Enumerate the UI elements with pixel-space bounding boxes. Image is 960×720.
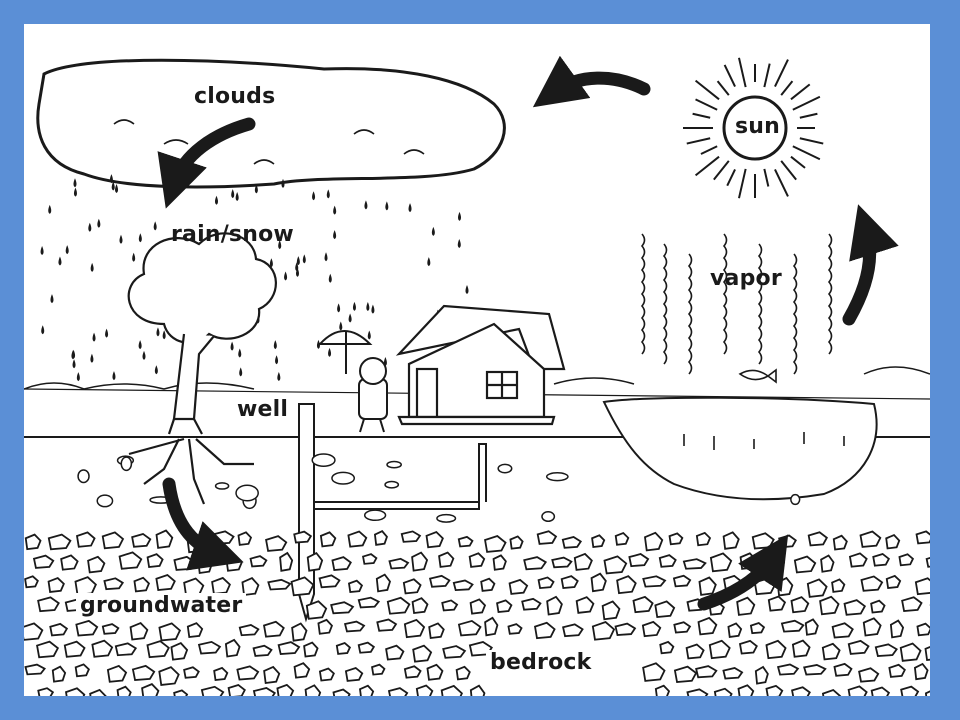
soil-pebbles — [77, 453, 801, 523]
arrow-roots-to-groundwater — [162, 477, 244, 571]
distant-bushes — [24, 366, 930, 390]
pond — [602, 396, 878, 501]
cloud — [36, 58, 506, 189]
character — [317, 330, 388, 433]
house — [395, 304, 566, 426]
label-well: well — [237, 397, 289, 422]
diagram-canvas: clouds rain/snow sun vapor well groundwa… — [24, 24, 930, 696]
label-bedrock: bedrock — [486, 650, 596, 675]
arrow-groundwater-to-pond — [697, 534, 789, 611]
arrow-sun-to-cloud — [532, 55, 651, 108]
label-rain-snow: rain/snow — [171, 222, 294, 247]
vapor-lines — [640, 233, 833, 375]
label-groundwater: groundwater — [76, 593, 247, 618]
tree — [127, 232, 277, 505]
label-sun: sun — [735, 114, 781, 139]
sun — [683, 57, 824, 199]
label-clouds: clouds — [194, 84, 276, 109]
label-vapor: vapor — [710, 266, 782, 291]
cloud-detail — [113, 119, 425, 165]
fish — [738, 368, 777, 384]
arrow-cloud-to-rain — [157, 117, 256, 209]
arrow-vapor-up — [842, 204, 899, 326]
water-cycle-illustration — [24, 55, 930, 696]
